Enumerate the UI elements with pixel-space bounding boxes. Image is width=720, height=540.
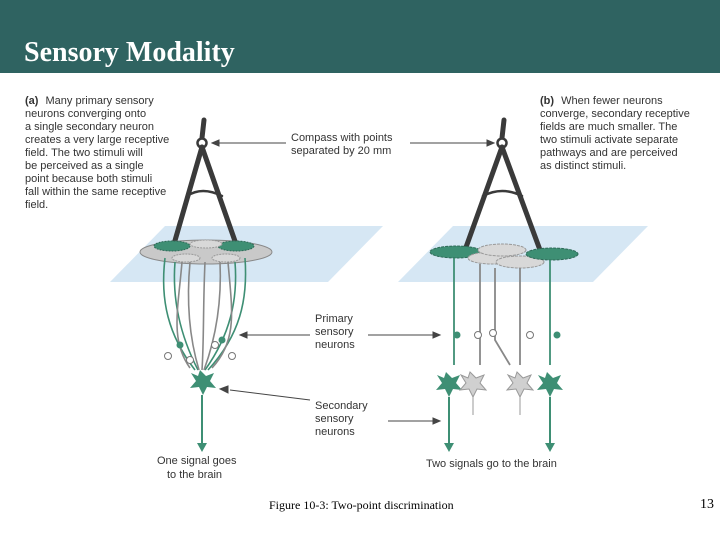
compass-label-line: separated by 20 mm: [291, 145, 391, 157]
slide-title: Sensory Modality: [24, 37, 235, 68]
svg-text:(b) When fewer neurons: (b) When fewer neurons: [540, 95, 663, 107]
page-number: 13: [700, 497, 714, 512]
secondary-label-line: sensory: [315, 413, 354, 425]
panel-b-text-line: converge, secondary receptive: [540, 108, 690, 120]
receptive-fields-b: [429, 243, 579, 269]
compass-arrows: [210, 139, 496, 147]
secondary-label: Secondary sensory neurons: [315, 400, 368, 438]
panel-a-text-line: a single secondary neuron: [25, 121, 154, 133]
secondary-neuron-a: [190, 370, 216, 452]
primary-label: Primary sensory neurons: [315, 313, 355, 351]
panel-a-letter: (a): [25, 95, 39, 107]
secondary-neurons-b: [436, 371, 563, 452]
secondary-arrows: [218, 385, 442, 425]
primary-arrows: [238, 331, 442, 339]
compass-b: [462, 117, 543, 253]
compass-label: Compass with points separated by 20 mm: [291, 132, 393, 157]
panel-b-text-line: pathways and are perceived: [540, 147, 678, 159]
secondary-label-line: Secondary: [315, 400, 368, 412]
panel-a-text-line: be perceived as a single: [25, 160, 144, 172]
panel-b-text-line: When fewer neurons: [561, 95, 663, 107]
secondary-label-line: neurons: [315, 426, 355, 438]
skin-surface-b: [398, 226, 648, 282]
panel-a-text-line: neurons converging onto: [25, 108, 146, 120]
panel-a-output-label: One signal goes to the brain: [157, 455, 237, 481]
primary-label-line: Primary: [315, 313, 353, 325]
compass-a: [171, 117, 239, 247]
panel-b-letter: (b): [540, 95, 554, 107]
receptive-fields-a: [139, 239, 273, 265]
panel-b-output-label: Two signals go to the brain: [426, 458, 557, 470]
primary-label-line: sensory: [315, 326, 354, 338]
panel-a-text-line: fall within the same receptive: [25, 186, 166, 198]
panel-b-text-line: fields are much smaller. The: [540, 121, 677, 133]
panel-a-description: (a) Many primary sensory neurons converg…: [25, 95, 169, 211]
compass-label-line: Compass with points: [291, 132, 393, 144]
primary-neurons-a: [162, 257, 247, 371]
panel-b-text-line: two stimuli activate separate: [540, 134, 678, 146]
panel-a-output-line: One signal goes: [157, 455, 237, 467]
panel-b-description: (b) When fewer neurons converge, seconda…: [540, 95, 690, 172]
primary-label-line: neurons: [315, 339, 355, 351]
panel-a-text-line: creates a very large receptive: [25, 134, 169, 146]
two-point-discrimination-figure: (a) Many primary sensory neurons converg…: [25, 95, 690, 481]
figure-caption: Figure 10-3: Two-point discrimination: [269, 498, 454, 512]
panel-a-text-line: field. The two stimuli will: [25, 147, 143, 159]
panel-a-text-line: Many primary sensory: [46, 95, 155, 107]
panel-b-text-line: as distinct stimuli.: [540, 160, 626, 172]
panel-a-output-line: to the brain: [167, 469, 222, 481]
primary-neurons-b: [453, 258, 551, 366]
primary-neuron-bodies-a: [164, 336, 236, 364]
primary-neuron-bodies-b: [453, 329, 561, 339]
svg-text:(a) Many primary sensory: (a) Many primary sensory: [25, 95, 154, 107]
panel-a-text-line: field.: [25, 199, 48, 211]
title-bar: Sensory Modality: [0, 0, 720, 73]
panel-a-text-line: point because both stimuli: [25, 173, 152, 185]
